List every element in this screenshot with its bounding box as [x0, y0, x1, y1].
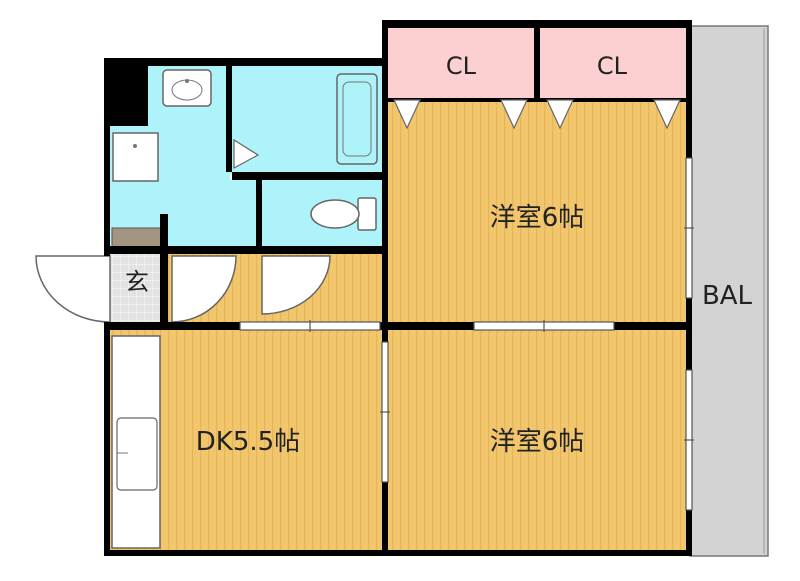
closet-door-markers: [393, 99, 681, 130]
entrance-door: [35, 255, 111, 323]
hall-door-left: [171, 255, 237, 323]
closet-right-area: [540, 28, 686, 98]
bathtub: [336, 73, 378, 165]
western-room-upper-floor: [386, 100, 686, 326]
western-room-upper-label: 洋室6帖: [490, 203, 585, 233]
entrance-label: 玄: [125, 268, 149, 296]
washing-machine-pan: [112, 132, 159, 182]
entrance-floor: [110, 250, 165, 326]
western-room-lower-floor: [386, 330, 686, 552]
wash-basin: [162, 69, 212, 107]
sliding-doors: [239, 157, 694, 511]
balcony-area: [689, 25, 769, 557]
western-room-lower-label: 洋室6帖: [490, 427, 585, 457]
dining-kitchen-label: DK5.5帖: [196, 427, 300, 457]
balcony-label: BAL: [702, 281, 753, 311]
closet-right-label: CL: [597, 52, 628, 80]
hall-door-right: [261, 255, 331, 315]
kitchen-counter: [111, 335, 161, 549]
bath-door-swing: [233, 138, 260, 170]
closet-left-area: [388, 28, 536, 98]
closet-left-label: CL: [446, 52, 477, 80]
toilet: [310, 197, 377, 231]
